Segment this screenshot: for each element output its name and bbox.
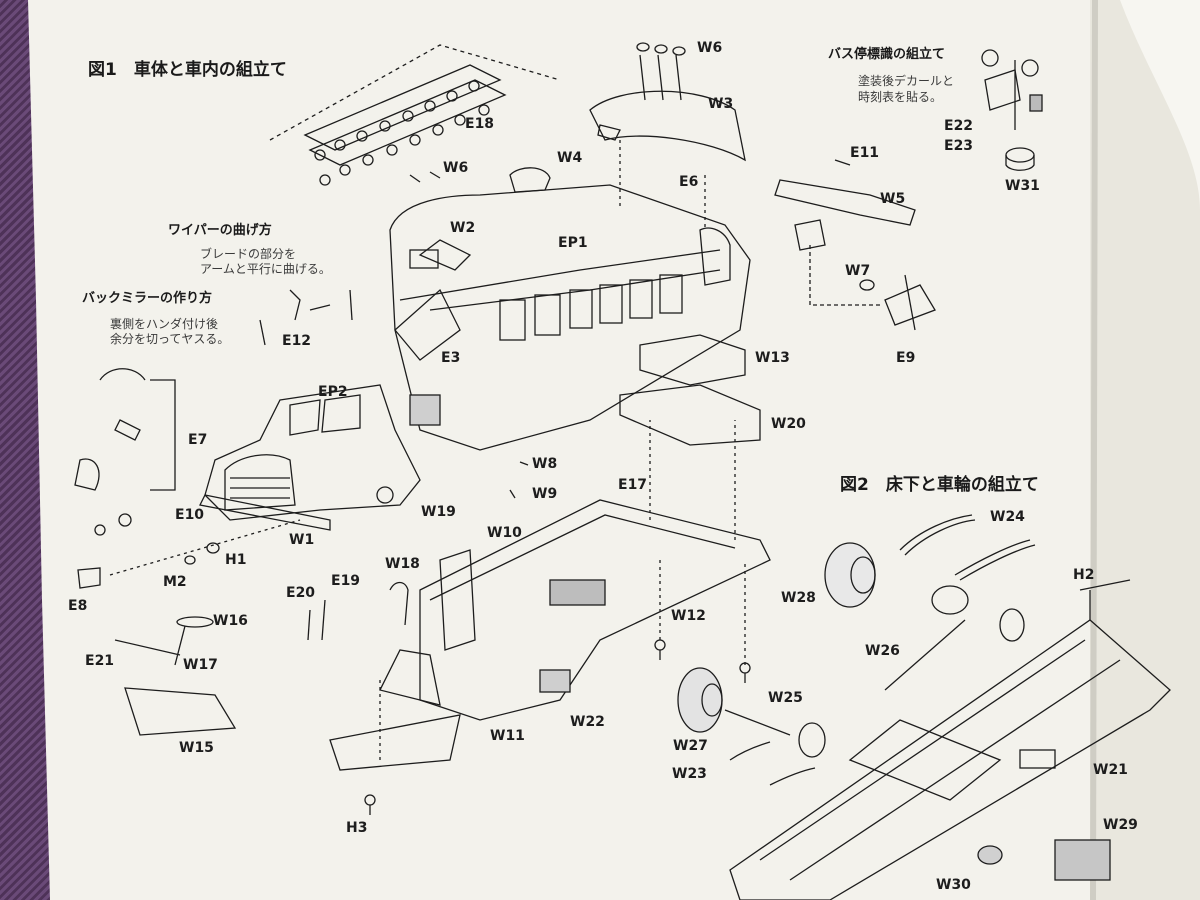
bus-stop-title: バス停標識の組立て [828,46,945,62]
label-w7: W7 [845,263,870,279]
label-w18: W18 [385,556,420,572]
mirror-note-1: 裏側をハンダ付け後 [110,316,218,331]
label-w21: W21 [1093,762,1128,778]
label-w9: W9 [532,486,557,502]
mirror-title: バックミラーの作り方 [82,290,212,306]
wiper-note-2: アームと平行に曲げる。 [200,262,331,276]
label-e18: E18 [465,116,494,132]
line-art [74,42,1171,900]
label-w1: W1 [289,532,314,548]
label-e9: E9 [896,350,915,366]
label-w13: W13 [755,350,790,366]
label-w5: W5 [880,191,905,207]
label-e22: E22 [944,118,973,134]
label-e10: E10 [175,507,204,523]
wiper-note-1: ブレードの部分を [200,246,296,261]
label-w27: W27 [673,738,708,754]
label-e6: E6 [679,174,698,190]
label-h1: H1 [225,552,246,568]
label-e17: E17 [618,477,647,493]
label-h3: H3 [346,820,367,836]
label-w3: W3 [708,96,733,112]
seat-blocks [619,334,761,446]
paper-page [28,0,1095,900]
label-w10: W10 [487,525,522,541]
rear-bumper-w5 [774,159,936,331]
bus-body [389,167,751,451]
label-w4: W4 [557,150,582,166]
fig1-title: 図1 車体と車内の組立て [88,59,287,80]
label-w16: W16 [213,613,248,629]
bus-stop-note-2: 時刻表を貼る。 [858,89,942,104]
label-e21: E21 [85,653,114,669]
battery-parts [977,579,1131,881]
label-e8: E8 [68,598,87,614]
fig2-title: 図2 床下と車輪の組立て [840,474,1039,495]
paper-shadow [1090,0,1098,900]
label-ep2: EP2 [318,384,348,400]
label-h2: H2 [1073,567,1094,583]
steering-dash [114,616,237,736]
label-w23: W23 [672,766,707,782]
wiper-title: ワイパーの曲げ方 [168,222,272,238]
label-w6-mid: W6 [443,160,468,176]
roof-rack-e18 [269,44,561,186]
interior-floor [329,499,771,771]
mirror-wiper-details [74,289,353,589]
bus-stop-note-1: 塗装後デカールと [858,73,954,88]
label-m2: M2 [163,574,187,590]
label-e12: E12 [282,333,311,349]
label-w2: W2 [450,220,475,236]
label-w6-top: W6 [697,40,722,56]
label-w28: W28 [781,590,816,606]
label-w31: W31 [1005,178,1040,194]
label-w26: W26 [865,643,900,659]
label-w29: W29 [1103,817,1138,833]
label-w12: W12 [671,608,706,624]
label-w20: W20 [771,416,806,432]
mirror-note-2: 余分を切ってヤスる。 [110,331,229,346]
small-parts [307,171,751,815]
leaf-springs [729,514,1036,786]
paper-fold-right [1090,0,1200,900]
label-w19: W19 [421,504,456,520]
label-w15: W15 [179,740,214,756]
label-e7: E7 [188,432,207,448]
label-w30: W30 [936,877,971,893]
label-w11: W11 [490,728,525,744]
label-w22: W22 [570,714,605,730]
label-ep1: EP1 [558,235,588,251]
label-e3: E3 [441,350,460,366]
label-w25: W25 [768,690,803,706]
label-w24: W24 [990,509,1025,525]
bus-front-cab [199,384,421,531]
label-w17: W17 [183,657,218,673]
paper-curl-edge [1120,0,1200,210]
bus-stop-sign [981,49,1043,171]
wheels [677,542,1025,758]
label-e20: E20 [286,585,315,601]
label-e11: E11 [850,145,879,161]
roof-front-w3 [589,42,746,162]
guide-lines [109,140,746,760]
label-e19: E19 [331,573,360,589]
label-e23: E23 [944,138,973,154]
label-w8: W8 [532,456,557,472]
